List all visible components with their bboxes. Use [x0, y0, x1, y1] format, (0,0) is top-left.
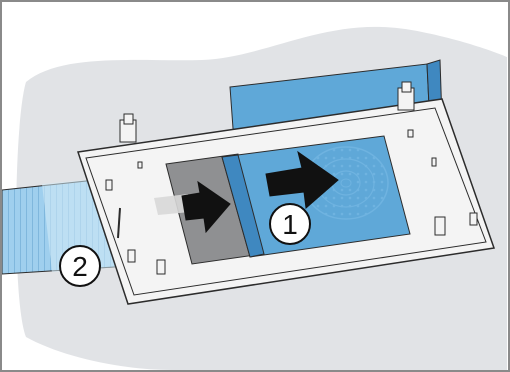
step-2-badge: 2 — [59, 245, 101, 287]
arrow-right-icon — [181, 180, 231, 234]
ghost-arrow — [154, 194, 190, 215]
step-1-badge: 1 — [269, 203, 311, 245]
mounting-clip-left — [119, 113, 137, 143]
panel-slots — [105, 129, 478, 275]
arrow-right-icon — [265, 150, 339, 209]
mounting-clip-right — [397, 81, 415, 111]
step-2-label: 2 — [72, 251, 88, 282]
step-1-label: 1 — [282, 209, 298, 240]
